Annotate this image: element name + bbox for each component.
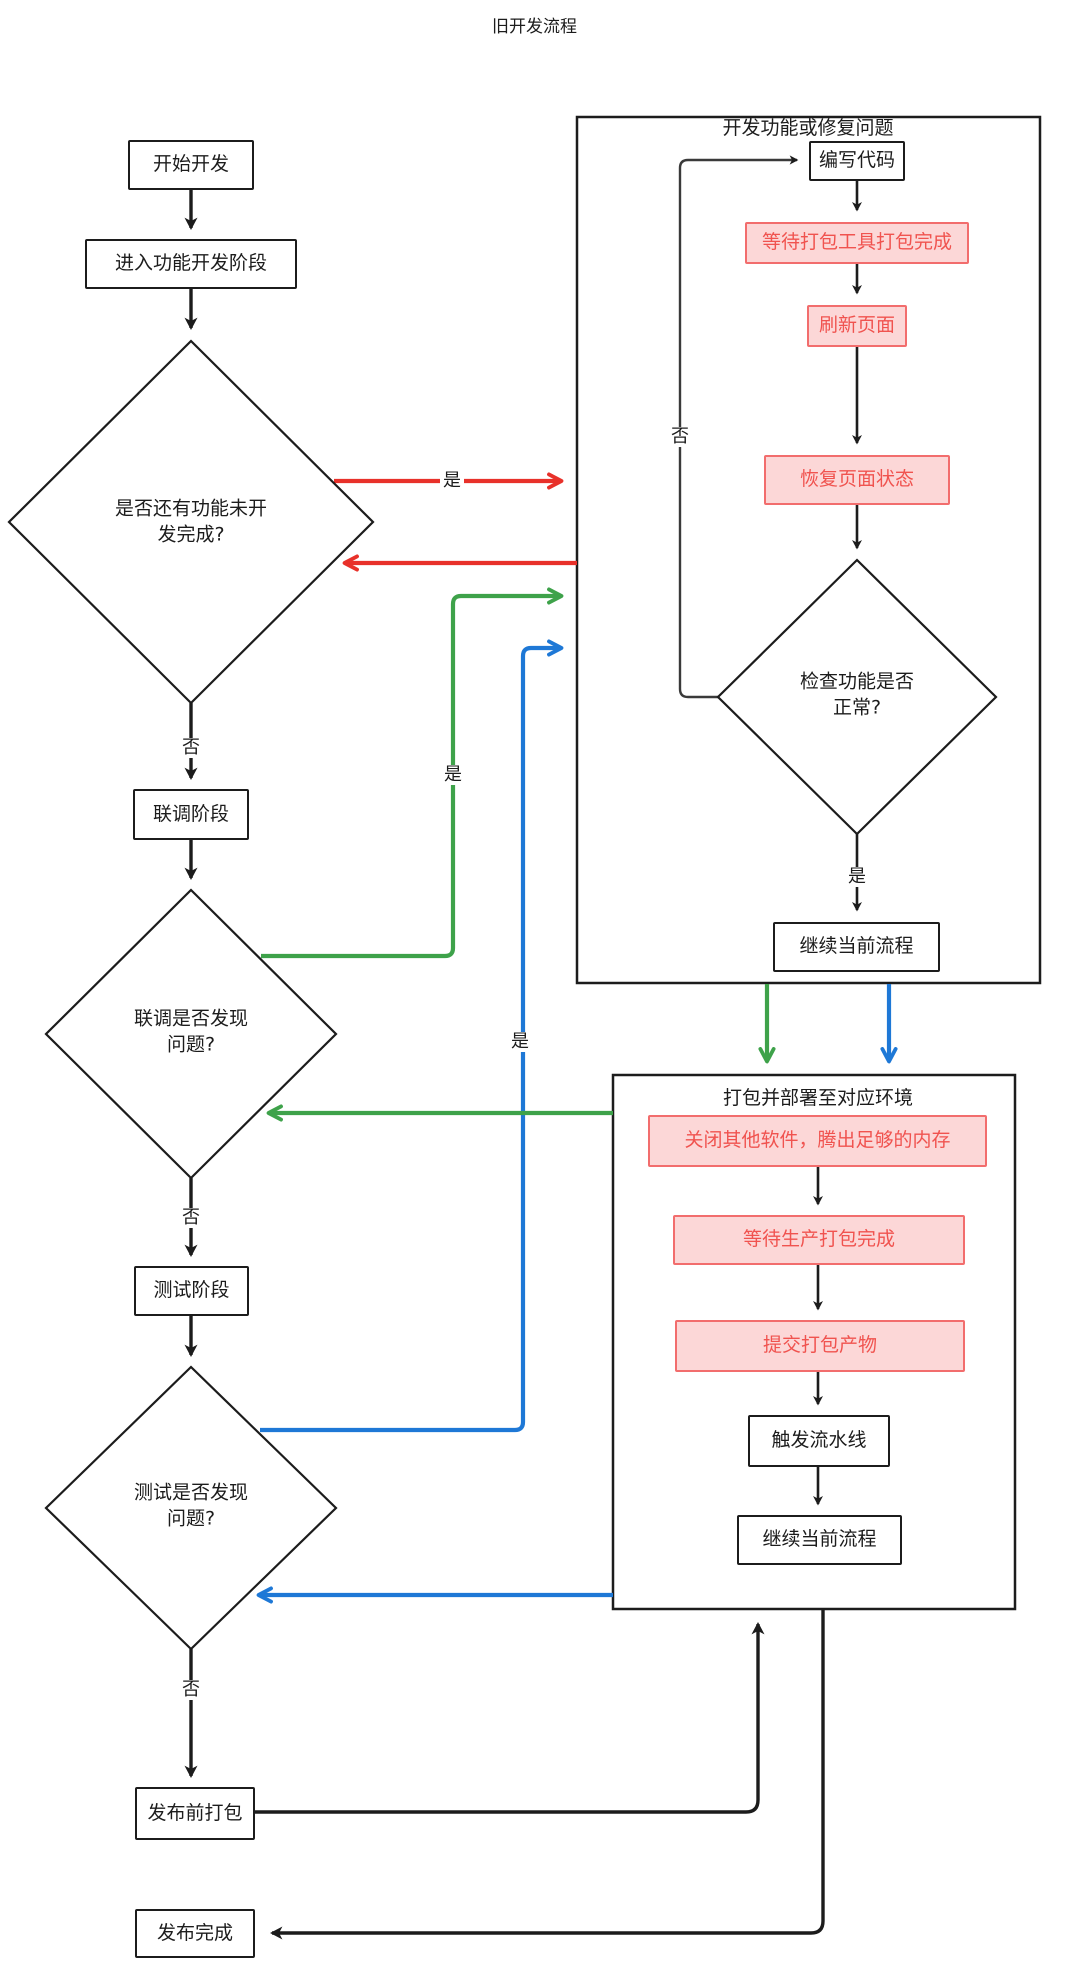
edge-prepack-deploy [255, 1622, 765, 1814]
dev-group-title: 开发功能或修复问题 [722, 117, 894, 139]
label-yes-check: 是 [845, 867, 869, 887]
page-title: 旧开发流程 [492, 17, 577, 37]
label-yes-green: 是 [441, 765, 465, 785]
node-trigger-pipeline: 触发流水线 [748, 1415, 890, 1467]
node-refresh-page: 刷新页面 [807, 305, 907, 347]
diamond-check-text: 检查功能是否 正常? [799, 670, 915, 718]
edge-d2-yes-green [261, 587, 564, 959]
node-wait-prod-pack: 等待生产打包完成 [673, 1215, 965, 1265]
node-enter-dev: 进入功能开发阶段 [85, 239, 297, 289]
label-no-d1: 否 [179, 738, 203, 758]
node-submit-artifact: 提交打包产物 [675, 1320, 965, 1372]
node-pre-release-pack: 发布前打包 [135, 1787, 255, 1840]
label-no-d3: 否 [179, 1680, 203, 1700]
label-no-loop: 否 [668, 427, 692, 447]
diamond-integration-text: 联调是否发现 问题? [133, 1007, 249, 1055]
diamond-testing-text: 测试是否发现 问题? [133, 1481, 249, 1529]
diamond-integration [44, 888, 338, 1180]
label-no-d2: 否 [179, 1208, 203, 1228]
node-testing: 测试阶段 [134, 1266, 249, 1316]
node-write-code: 编写代码 [809, 141, 905, 181]
node-dev-continue: 继续当前流程 [773, 922, 940, 972]
node-integration: 联调阶段 [133, 789, 249, 840]
diamond-testing [44, 1365, 338, 1651]
diamond-check [716, 558, 998, 836]
node-close-apps: 关闭其他软件，腾出足够的内存 [648, 1115, 987, 1167]
deploy-group-title: 打包并部署至对应环境 [722, 1087, 914, 1109]
node-deploy-continue: 继续当前流程 [737, 1515, 902, 1565]
node-restore-state: 恢复页面状态 [764, 455, 950, 505]
diamond-features-left-text: 是否还有功能未开 发完成? [114, 497, 268, 545]
label-yes-red: 是 [440, 471, 464, 491]
label-yes-blue: 是 [508, 1032, 532, 1052]
edge-deploy-done [270, 1609, 825, 1940]
diamond-features-left [7, 339, 375, 705]
node-start: 开始开发 [128, 140, 254, 190]
node-wait-pack: 等待打包工具打包完成 [745, 222, 969, 264]
node-release-done: 发布完成 [135, 1909, 255, 1958]
